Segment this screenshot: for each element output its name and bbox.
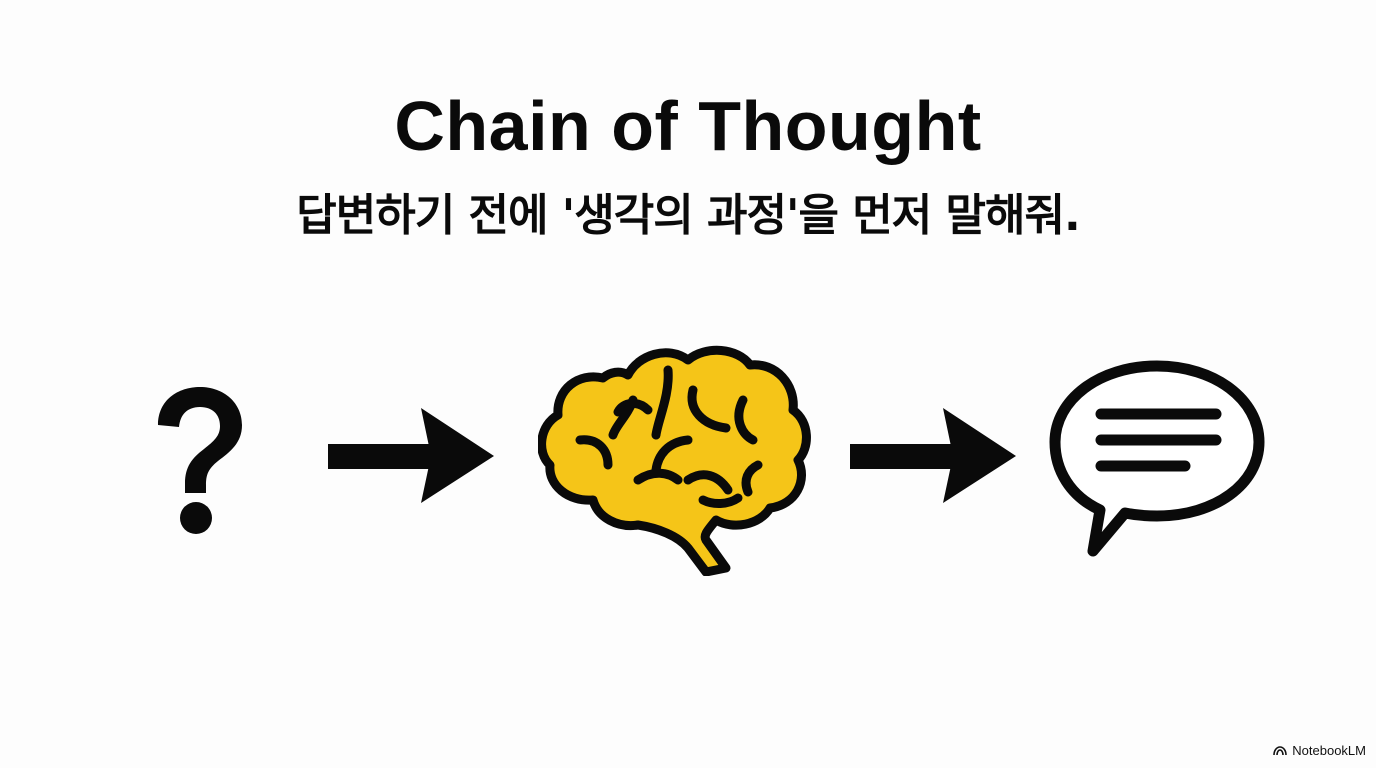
arrow-right-icon — [850, 408, 1016, 503]
arrow-right-icon — [328, 408, 494, 503]
brain-icon — [538, 345, 811, 576]
brand-label: NotebookLM — [1292, 743, 1366, 758]
notebooklm-logo-icon — [1273, 746, 1288, 756]
slide-subtitle: 답변하기 전에 '생각의 과정'을 먼저 말해줘. — [296, 190, 1080, 241]
slide-title: Chain of Thought — [394, 87, 982, 165]
footer-brand: NotebookLM — [1273, 743, 1366, 758]
question-mark-icon — [158, 387, 242, 534]
speech-bubble-icon — [1049, 360, 1265, 557]
